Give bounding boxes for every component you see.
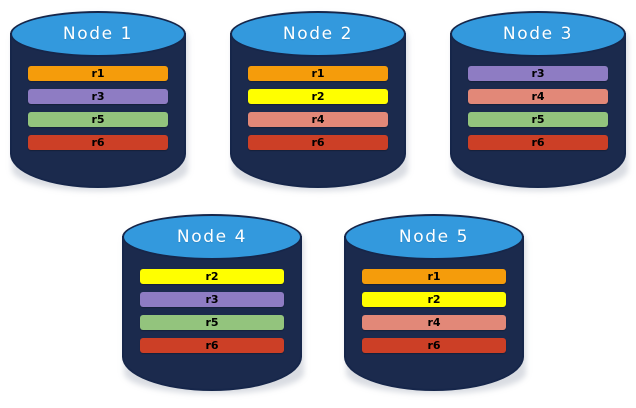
replica-chip-r6[interactable]: r6 — [28, 135, 168, 150]
replica-list: r1 r3 r5 r6 — [10, 66, 186, 150]
replica-chip-r2[interactable]: r2 — [362, 292, 506, 307]
replica-list: r2 r3 r5 r6 — [122, 269, 302, 353]
node-cylinder-top-icon — [10, 11, 186, 57]
replica-chip-r5[interactable]: r5 — [28, 112, 168, 127]
node-cylinder-top-icon — [230, 11, 406, 57]
database-node-5[interactable]: Node 5 r1 r2 r4 r6 — [344, 214, 526, 394]
replica-chip-r4[interactable]: r4 — [468, 89, 608, 104]
node-cylinder-body — [344, 236, 524, 391]
node-cylinder-body — [450, 33, 626, 188]
replica-chip-r6[interactable]: r6 — [362, 338, 506, 353]
node-cylinder-top-icon — [450, 11, 626, 57]
node-cylinder-body — [230, 33, 406, 188]
node-label: Node 3 — [502, 24, 574, 44]
replica-list: r1 r2 r4 r6 — [344, 269, 524, 353]
replica-chip-r2[interactable]: r2 — [248, 89, 388, 104]
node-cylinder-top-icon — [122, 214, 302, 260]
database-node-4[interactable]: Node 4 r2 r3 r5 r6 — [122, 214, 304, 394]
replica-chip-r6[interactable]: r6 — [248, 135, 388, 150]
replica-list: r1 r2 r4 r6 — [230, 66, 406, 150]
node-label: Node 1 — [62, 24, 134, 44]
replica-chip-r3[interactable]: r3 — [468, 66, 608, 81]
replica-chip-r3[interactable]: r3 — [28, 89, 168, 104]
replica-chip-r5[interactable]: r5 — [468, 112, 608, 127]
replica-chip-r4[interactable]: r4 — [362, 315, 506, 330]
replica-chip-r4[interactable]: r4 — [248, 112, 388, 127]
node-cylinder-top-icon — [344, 214, 524, 260]
replica-chip-r1[interactable]: r1 — [28, 66, 168, 81]
replica-chip-r6[interactable]: r6 — [140, 338, 284, 353]
node-label: Node 5 — [398, 227, 470, 247]
replica-list: r3 r4 r5 r6 — [450, 66, 626, 150]
database-node-2[interactable]: Node 2 r1 r2 r4 r6 — [230, 11, 408, 191]
node-cylinder-body — [10, 33, 186, 188]
replica-chip-r5[interactable]: r5 — [140, 315, 284, 330]
replica-chip-r1[interactable]: r1 — [248, 66, 388, 81]
replica-chip-r3[interactable]: r3 — [140, 292, 284, 307]
replica-chip-r2[interactable]: r2 — [140, 269, 284, 284]
node-label: Node 4 — [176, 227, 248, 247]
replica-chip-r1[interactable]: r1 — [362, 269, 506, 284]
database-node-1[interactable]: Node 1 r1 r3 r5 r6 — [10, 11, 188, 191]
database-node-3[interactable]: Node 3 r3 r4 r5 r6 — [450, 11, 628, 191]
node-label: Node 2 — [282, 24, 354, 44]
replica-chip-r6[interactable]: r6 — [468, 135, 608, 150]
